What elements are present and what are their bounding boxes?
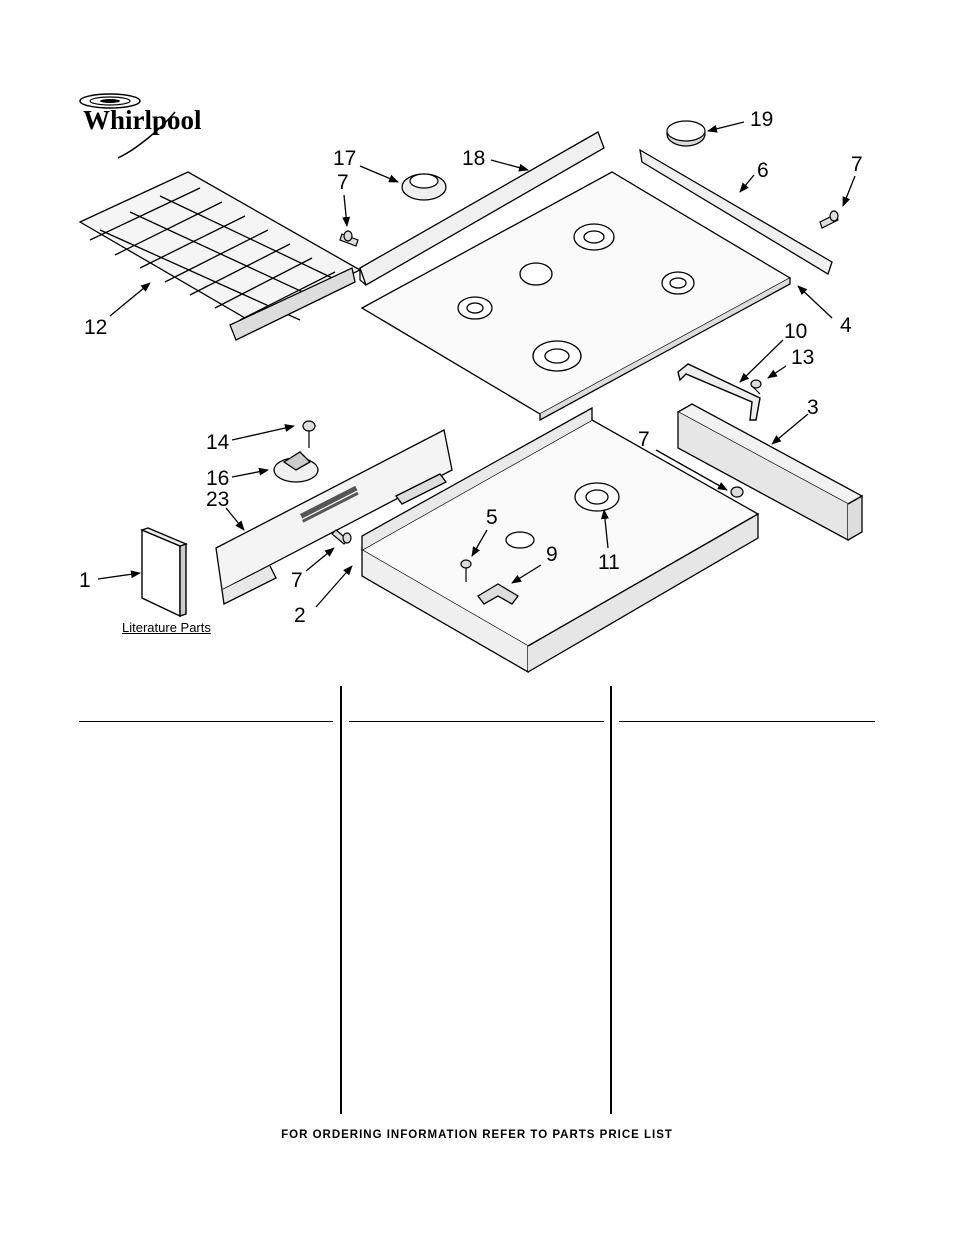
callout-17: 17: [333, 147, 356, 170]
callout-23: 23: [206, 488, 229, 511]
trim-strip-part-18: [359, 131, 605, 286]
screw-part-7b: [819, 210, 839, 229]
callout-7c: 7: [638, 428, 650, 451]
burner-cap-part-17: [401, 173, 447, 201]
screw-part-13: [750, 379, 762, 395]
callout-1: 1: [79, 569, 91, 592]
callout-16: 16: [206, 467, 229, 490]
burner-box-part-2: [360, 406, 760, 674]
disc-part-19: [666, 120, 706, 147]
whirlpool-logo: Whirlpool: [79, 93, 202, 159]
screw-part-7a: [339, 230, 359, 247]
manifold-panel-part-23: [215, 429, 453, 605]
callout-10: 10: [784, 320, 807, 343]
callout-12: 12: [84, 316, 107, 339]
callout-18: 18: [462, 147, 485, 170]
cooktop-panel-part-4: [360, 171, 792, 422]
callout-4: 4: [840, 314, 852, 337]
callout-11: 11: [598, 551, 620, 574]
ordering-info-footer: FOR ORDERING INFORMATION REFER TO PARTS …: [281, 1129, 673, 1141]
callout-13: 13: [791, 346, 814, 369]
callout-5: 5: [486, 506, 498, 529]
grate-part-12: [78, 171, 362, 341]
literature-part-1: [140, 527, 188, 618]
callout-19: 19: [750, 108, 773, 131]
column-3-header-rule: [619, 721, 875, 722]
literature-parts-label: Literature Parts: [122, 620, 211, 635]
column-2-header-rule: [349, 721, 604, 722]
rear-strip-part-6: [639, 148, 833, 275]
callout-6: 6: [757, 159, 769, 182]
screw-part-14: [302, 420, 316, 448]
burner-base-part-16: [273, 451, 319, 483]
callout-2: 2: [294, 604, 306, 627]
svg-text:Whirlpool: Whirlpool: [83, 105, 202, 135]
screw-part-7c: [331, 529, 352, 545]
column-separator-left: [340, 686, 342, 1114]
callout-7b: 7: [851, 153, 863, 176]
bracket-part-10: [677, 363, 761, 421]
column-separator-right: [610, 686, 612, 1114]
screw-part-7d: [730, 486, 744, 498]
side-rail-part-3: [676, 403, 864, 542]
column-1-header-rule: [79, 721, 333, 722]
leader-arrows: [97, 121, 856, 608]
screw-part-5: [460, 559, 472, 582]
callout-7d: 7: [291, 569, 303, 592]
callout-14: 14: [206, 431, 230, 454]
callout-7a: 7: [337, 171, 349, 194]
callout-3: 3: [807, 396, 819, 419]
callout-9: 9: [546, 543, 558, 566]
